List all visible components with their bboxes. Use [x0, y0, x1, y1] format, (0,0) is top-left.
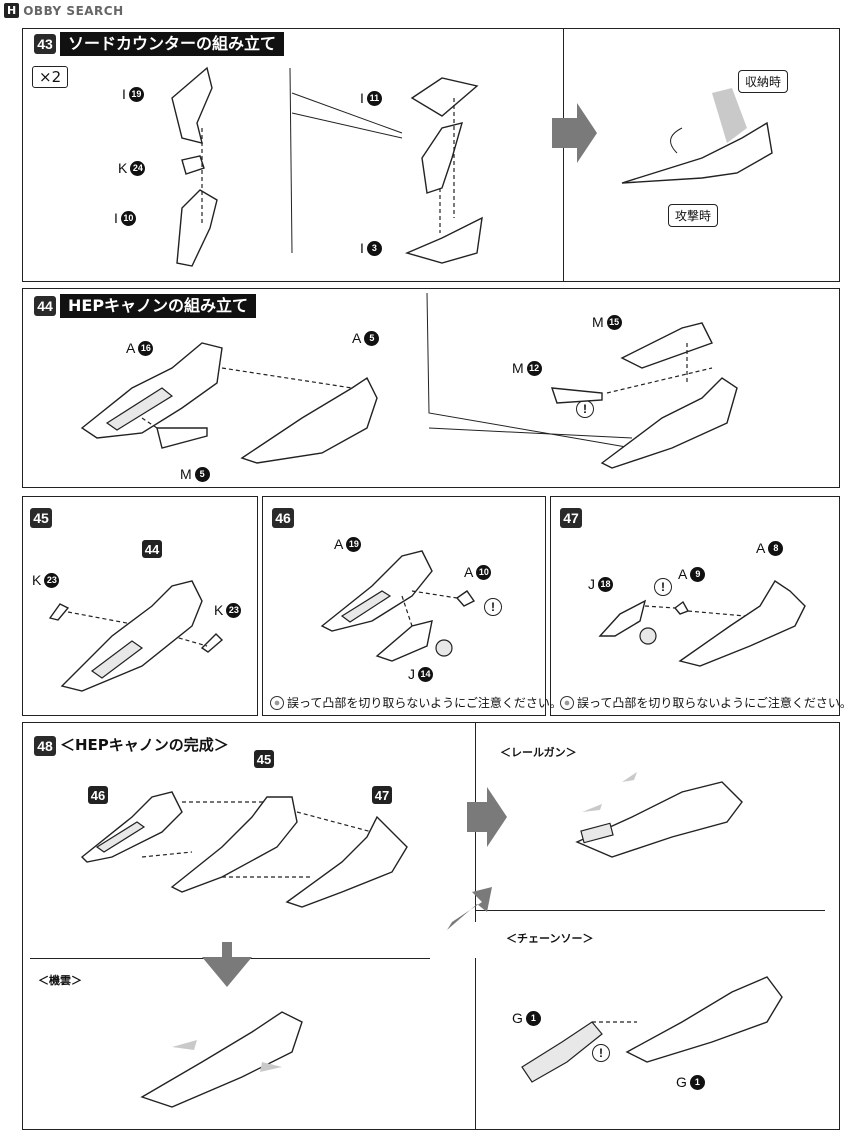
bubble-attack: 攻撃時	[668, 204, 719, 227]
step-47-number: 47	[560, 508, 582, 528]
step-48-ref-46: 46	[88, 786, 108, 804]
step-47-caution: 誤って凸部を切り取らないようにご注意ください。	[560, 694, 852, 711]
step-47-illustration	[598, 580, 806, 667]
step-43-title: ソードカウンターの組み立て	[60, 32, 285, 56]
mode-chainsaw-label: ＜チェーンソー＞	[506, 932, 594, 945]
watermark-logo: H	[4, 3, 20, 18]
step-44-illustration	[80, 292, 738, 469]
caution-icon	[270, 695, 284, 710]
step-46-warning: !	[484, 598, 502, 616]
step-44-warning: !	[576, 400, 594, 418]
step-45-illustration	[48, 580, 224, 692]
step-48-number: 48	[34, 736, 56, 756]
step-46-caution: 誤って凸部を切り取らないようにご注意ください。	[270, 694, 562, 711]
step-48-warning: !	[592, 1044, 610, 1062]
step-43-quantity: ×2	[32, 66, 69, 88]
step-45-number: 45	[30, 508, 52, 528]
step-48-illustration	[80, 772, 783, 1108]
bubble-stowed: 収納時	[738, 70, 789, 93]
step-48-ref-45: 45	[254, 750, 274, 768]
step-43-illustration	[171, 66, 773, 267]
step-44-title: HEPキャノンの組み立て	[60, 294, 257, 318]
step-46-number: 46	[272, 508, 294, 528]
step-48-ref-47: 47	[372, 786, 392, 804]
watermark-text: OBBY SEARCH	[23, 3, 124, 18]
mode-railgun-label: ＜レールガン＞	[500, 746, 577, 759]
step-48-divider-lower	[475, 958, 476, 1130]
step-48-divider-mid	[475, 910, 825, 911]
mode-kiun-label: ＜機雲＞	[38, 974, 82, 987]
step-45-ref-44: 44	[142, 540, 162, 558]
step-48-title: ＜HEPキャノンの完成＞	[60, 736, 229, 754]
step-46-illustration	[320, 550, 476, 662]
watermark: H OBBY SEARCH	[4, 3, 124, 18]
step-43-number: 43	[34, 34, 56, 54]
step-47-warning: !	[654, 578, 672, 596]
step-43-divider	[563, 28, 564, 282]
step-44-number: 44	[34, 296, 56, 316]
caution-icon	[560, 695, 574, 710]
